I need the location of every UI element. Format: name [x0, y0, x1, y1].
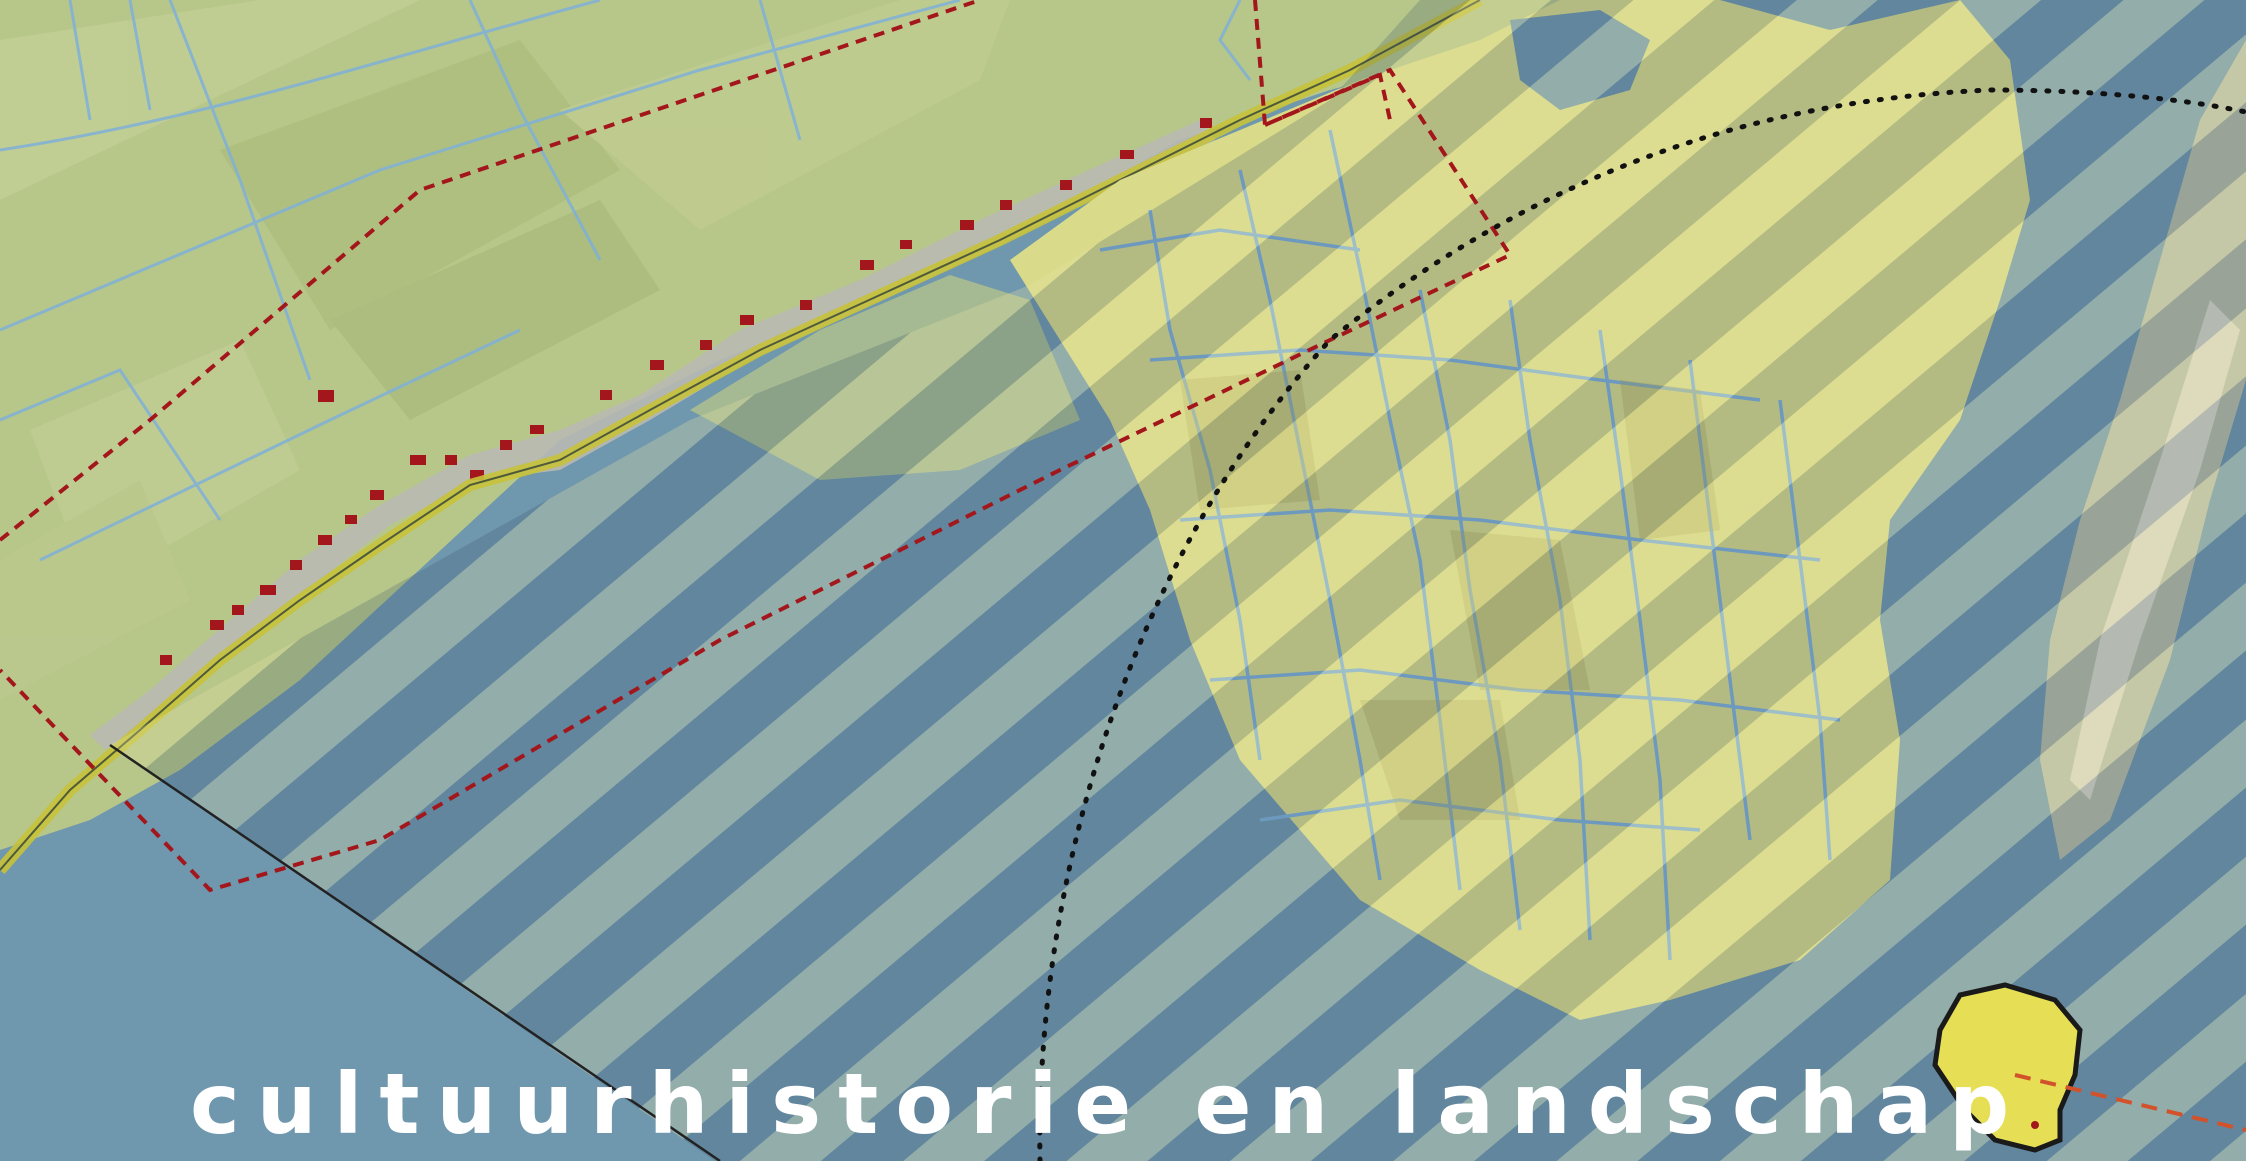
map-title: cultuurhistorie en landschap — [190, 1055, 2027, 1153]
study-area-boundary — [0, 0, 1513, 893]
mainland-ditches — [0, 0, 1252, 562]
sightline — [2014, 1073, 2246, 1132]
boundary-line — [109, 743, 721, 1161]
island-marker — [2031, 1121, 2039, 1129]
island — [1932, 982, 2083, 1153]
heritage-buildings — [160, 118, 1212, 665]
